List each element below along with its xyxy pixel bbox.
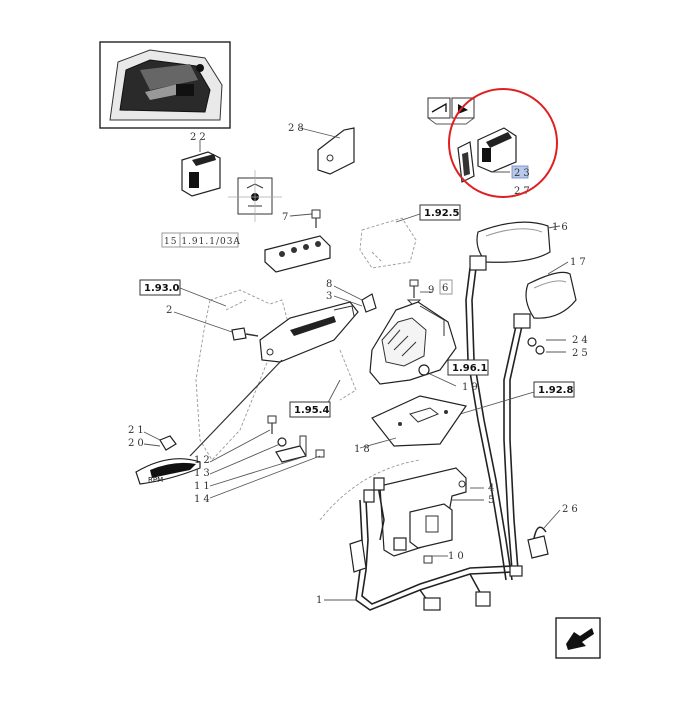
callout-12: 12 (194, 455, 213, 466)
callout-24: 24 (572, 335, 591, 346)
callout-23: 23 (514, 168, 533, 179)
callout-27: 27 (514, 186, 533, 197)
part-7-screw: 7 (282, 209, 321, 228)
callout-23-highlight (511, 165, 529, 179)
part-23-switch: 23 27 (457, 127, 533, 197)
part-5-control-unit: 5 (393, 495, 497, 551)
callout-10: 10 (448, 551, 467, 562)
rpm-label: RPM (148, 476, 163, 484)
part-2-bolt: 2 (166, 305, 259, 341)
ghost-part-1930: 1.93.0 (139, 279, 227, 307)
highlight-circle (448, 88, 558, 198)
ghost-part-1954: 1.95.4 (289, 379, 341, 418)
part-28-bracket: 28 (288, 123, 355, 175)
callout-26: 26 (562, 504, 581, 515)
svg-text:1.95.4: 1.95.4 (294, 405, 329, 416)
callout-13: 13 (194, 468, 213, 479)
part-22-switch: 22 (181, 132, 221, 197)
part-15-connector (264, 235, 331, 273)
callout-3: 3 (326, 291, 335, 302)
parts-21-20: 21 20 (128, 425, 177, 451)
callout-19: 19 (462, 382, 481, 393)
parts-12-13-11-14: 12 13 11 14 (194, 415, 325, 505)
reference-code-text: 15 1.91.1/03A (164, 237, 241, 247)
svg-text:1.96.1: 1.96.1 (452, 363, 487, 374)
svg-text:1.92.8: 1.92.8 (538, 385, 573, 396)
ref-1961[interactable]: 1.96.1 (447, 359, 489, 376)
callout-6: 6 (442, 283, 451, 294)
callout-1: 1 (316, 595, 325, 606)
ref-1954[interactable]: 1.95.4 (289, 401, 331, 418)
ghost-part-1925: 1.92.5 (359, 204, 461, 269)
ref-1930[interactable]: 1.93.0 (139, 279, 181, 296)
parts-9-6: 9 6 (406, 279, 453, 307)
cab-floor-outline (319, 459, 421, 521)
callout-28: 28 (288, 123, 307, 134)
ref-1925[interactable]: 1.92.5 (419, 204, 461, 221)
lamp-harness (465, 255, 531, 581)
callout-25: 25 (572, 348, 591, 359)
reference-code: 15 1.91.1/03A (161, 232, 241, 248)
inset-locator (99, 41, 231, 129)
callout-16: 16 (552, 222, 571, 233)
part-1-harness: 1 (316, 477, 523, 611)
lift-icon (431, 102, 447, 113)
callout-4: 4 (488, 483, 497, 494)
callout-22: 22 (190, 132, 209, 143)
callout-20: 20 (128, 438, 147, 449)
callout-9: 9 (428, 285, 437, 296)
callout-18: 18 (354, 444, 373, 455)
svg-text:1.93.0: 1.93.0 (144, 283, 179, 294)
callout-11: 11 (194, 481, 213, 492)
parts-8-3: 8 3 (326, 279, 377, 313)
svg-text:1.92.5: 1.92.5 (424, 208, 459, 219)
control-lever-body (369, 301, 457, 385)
part-17-lamp: 17 (525, 257, 589, 319)
switch-symbol-box (228, 170, 282, 222)
lever-cover (259, 301, 359, 363)
callout-2: 2 (166, 305, 175, 316)
rpm-decal: RPM (135, 458, 201, 485)
part-19: 19 (418, 364, 481, 393)
lower-icon (458, 104, 468, 114)
next-page-arrow[interactable] (555, 617, 601, 659)
callout-8: 8 (326, 279, 335, 290)
parts-24-25-washers: 24 25 (527, 335, 591, 359)
callout-7: 7 (282, 212, 291, 223)
part-26-connector: 26 (527, 504, 581, 559)
callout-5: 5 (488, 495, 497, 506)
part-10-screw: 10 (423, 551, 467, 564)
callout-14: 14 (194, 494, 213, 505)
ghost-part-1928: 1.92.8 (439, 381, 575, 421)
part-16-lamp: 16 (476, 221, 571, 263)
part-18-plate: 18 (354, 395, 467, 455)
callout-17: 17 (570, 257, 589, 268)
ref-1928[interactable]: 1.92.8 (533, 381, 575, 398)
console-housing-outline (195, 289, 357, 461)
callout-21: 21 (128, 425, 147, 436)
cable-rod (189, 359, 283, 457)
